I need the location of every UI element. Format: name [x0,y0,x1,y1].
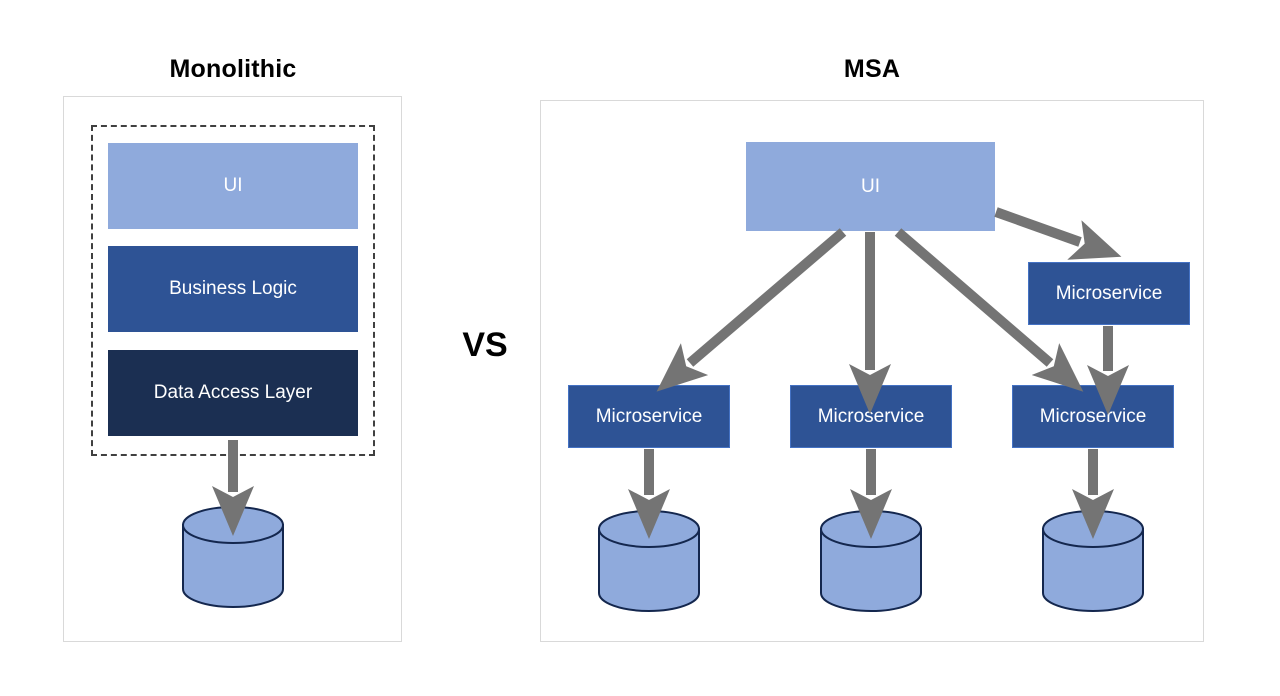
msa-ui-box: UI [746,142,995,231]
database-cylinder-2 [820,510,922,612]
page-title-msa: MSA [843,55,901,83]
page-title-monolithic: Monolithic [169,55,297,83]
database-cylinder-3 [1042,510,1144,612]
microservice-box-bottom-right: Microservice [1012,385,1174,448]
vs-label: VS [462,326,508,364]
database-cylinder-monolithic [182,506,284,608]
layer-box-ui: UI [108,143,358,229]
microservice-box-top-right: Microservice [1028,262,1190,325]
database-cylinder-1 [598,510,700,612]
microservice-box-bottom-left: Microservice [568,385,730,448]
layer-box-data-access-layer: Data Access Layer [108,350,358,436]
layer-box-business-logic: Business Logic [108,246,358,332]
microservice-box-bottom-center: Microservice [790,385,952,448]
